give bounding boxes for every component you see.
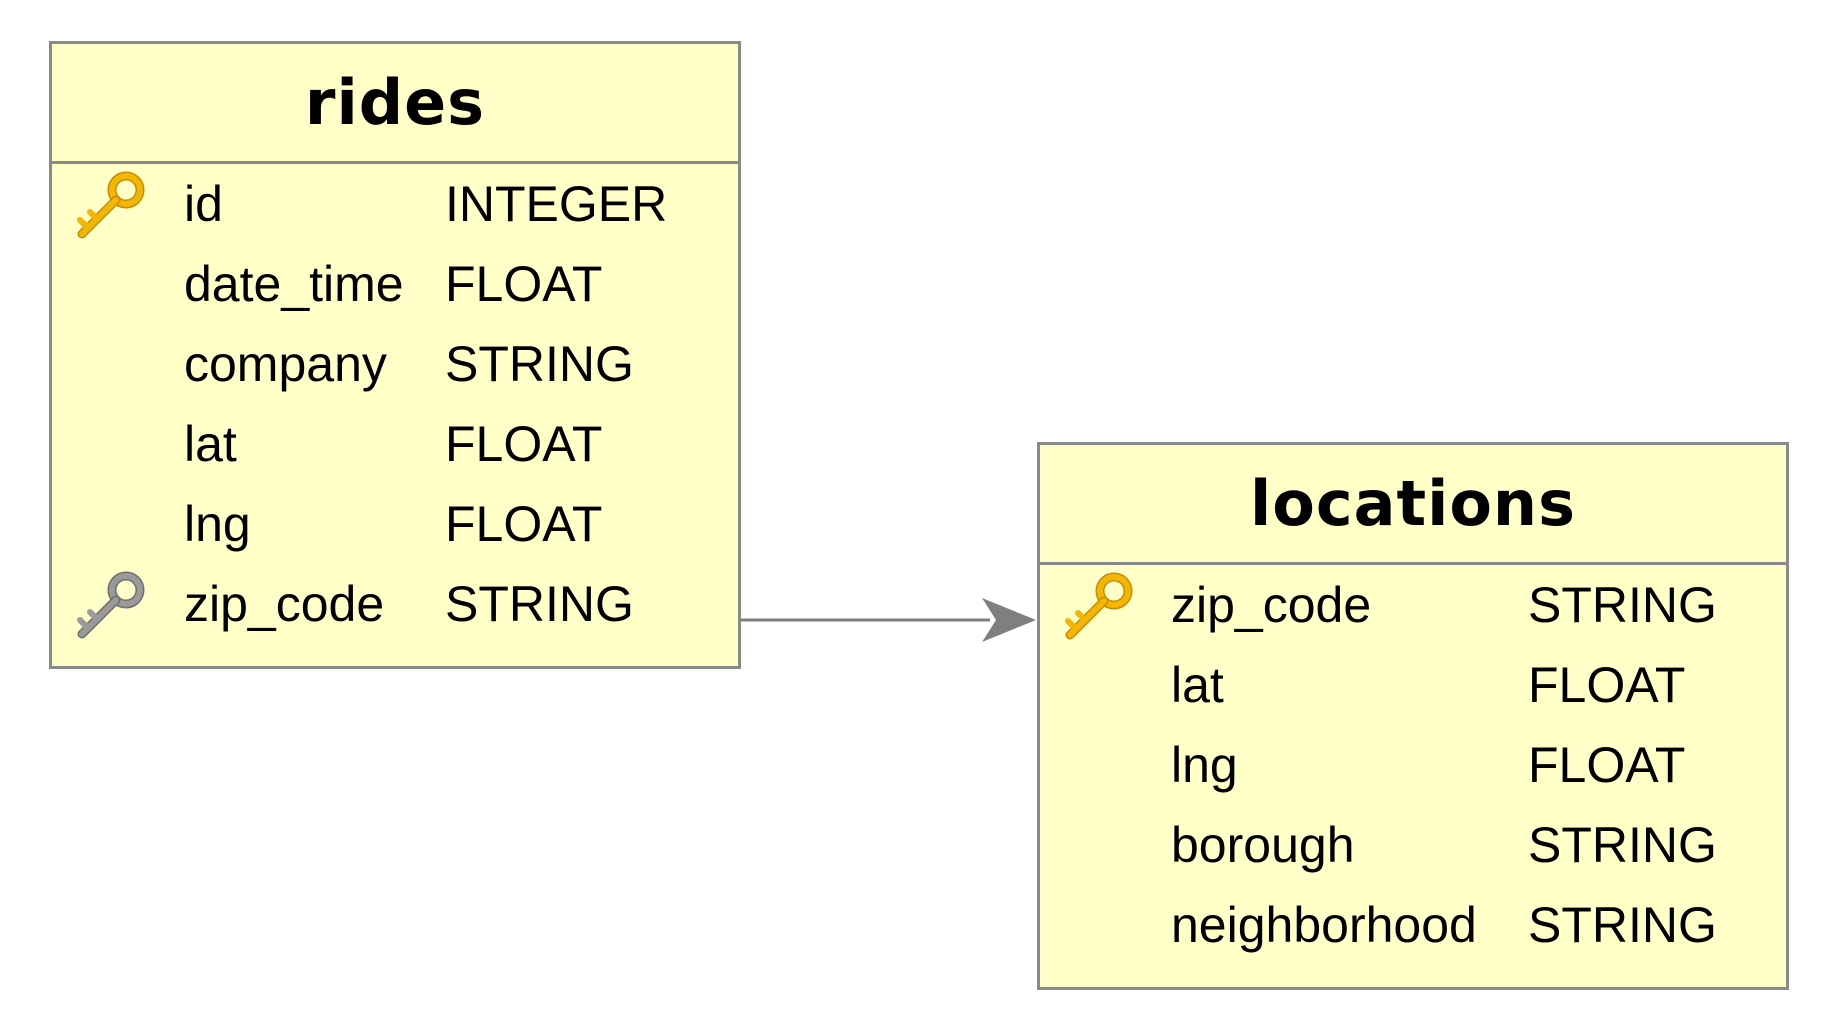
column-type: STRING	[445, 576, 634, 632]
column-type: FLOAT	[1528, 737, 1686, 793]
column-type: STRING	[445, 336, 634, 392]
column-name: zip_code	[184, 576, 385, 632]
table-title: locations	[1250, 467, 1576, 540]
column-row[interactable]: zip_code STRING	[1040, 565, 1786, 645]
column-row[interactable]: lng FLOAT	[52, 484, 738, 564]
column-row[interactable]: company STRING	[52, 324, 738, 404]
column-type: STRING	[1528, 897, 1717, 953]
column-name: lng	[1171, 737, 1238, 793]
column-type: FLOAT	[1528, 657, 1686, 713]
column-name: date_time	[184, 256, 404, 312]
table-locations[interactable]: locations zip_code STRING lat FLOAT lng …	[1037, 442, 1789, 990]
primary-key-icon	[72, 168, 150, 246]
relation-arrowhead	[982, 598, 1036, 642]
primary-key-icon	[1060, 569, 1138, 647]
column-type: FLOAT	[445, 496, 603, 552]
column-row[interactable]: date_time FLOAT	[52, 244, 738, 324]
column-row[interactable]: lat FLOAT	[1040, 645, 1786, 725]
column-name: id	[184, 176, 223, 232]
column-name: company	[184, 336, 387, 392]
column-type: STRING	[1528, 817, 1717, 873]
column-row[interactable]: lat FLOAT	[52, 404, 738, 484]
column-type: INTEGER	[445, 176, 668, 232]
column-row[interactable]: id INTEGER	[52, 164, 738, 244]
column-row[interactable]: lng FLOAT	[1040, 725, 1786, 805]
foreign-key-icon	[72, 568, 150, 646]
column-row[interactable]: borough STRING	[1040, 805, 1786, 885]
column-name: lng	[184, 496, 251, 552]
column-name: lat	[1171, 657, 1224, 713]
column-name: lat	[184, 416, 237, 472]
column-type: STRING	[1528, 577, 1717, 633]
column-type: FLOAT	[445, 416, 603, 472]
column-row[interactable]: zip_code STRING	[52, 564, 738, 644]
column-type: FLOAT	[445, 256, 603, 312]
column-name: neighborhood	[1171, 897, 1477, 953]
table-header: rides	[52, 44, 738, 164]
table-rides[interactable]: rides id INTEGER date_time FLOAT company…	[49, 41, 741, 669]
table-title: rides	[304, 66, 486, 139]
column-row[interactable]: neighborhood STRING	[1040, 885, 1786, 965]
table-header: locations	[1040, 445, 1786, 565]
column-name: borough	[1171, 817, 1355, 873]
column-name: zip_code	[1171, 577, 1372, 633]
